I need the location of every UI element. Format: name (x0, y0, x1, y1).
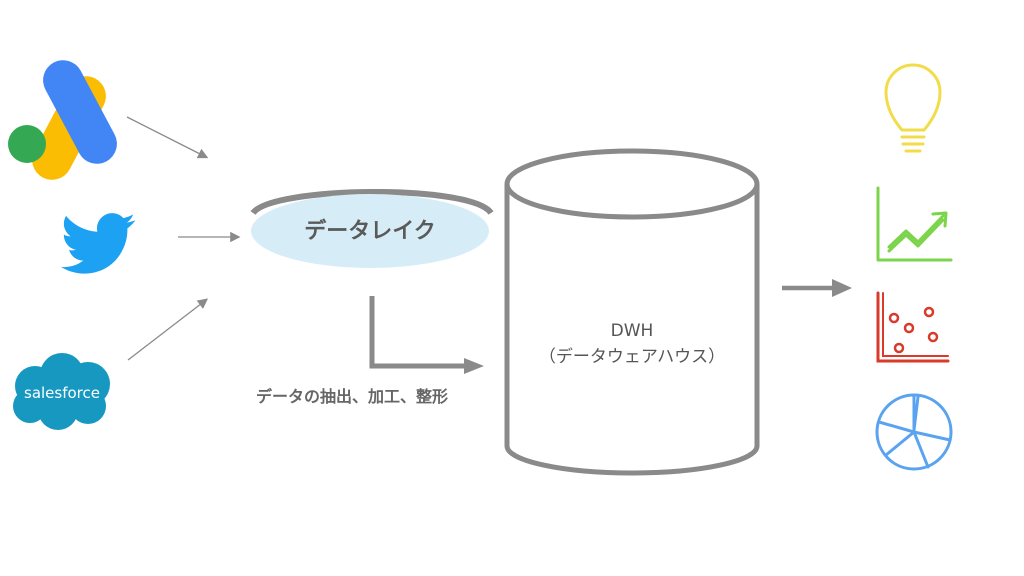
data-lake-node: データレイク (250, 189, 494, 268)
salesforce-cloud-icon: salesforce (13, 353, 110, 430)
dwh-subtitle: （データウェアハウス） (539, 346, 725, 367)
dwh-cylinder: DWH （データウェアハウス） (504, 148, 760, 476)
salesforce-label: salesforce (24, 384, 100, 402)
output-arrow (782, 279, 852, 297)
line-chart-icon (876, 186, 953, 262)
lightbulb-icon (884, 63, 942, 153)
twitter-bird-icon (60, 213, 136, 274)
data-lake-label: データレイク (304, 218, 436, 244)
salesforce-arrow (127, 298, 209, 361)
google-ads-arrow (126, 116, 209, 159)
scatter-plot-icon (876, 291, 950, 363)
etl-label: データの抽出、加工、整形 (256, 387, 448, 406)
pie-chart-icon (875, 393, 953, 471)
google-ads-icon (8, 60, 117, 180)
etl-arrow (369, 296, 484, 374)
dwh-title: DWH (611, 321, 654, 341)
